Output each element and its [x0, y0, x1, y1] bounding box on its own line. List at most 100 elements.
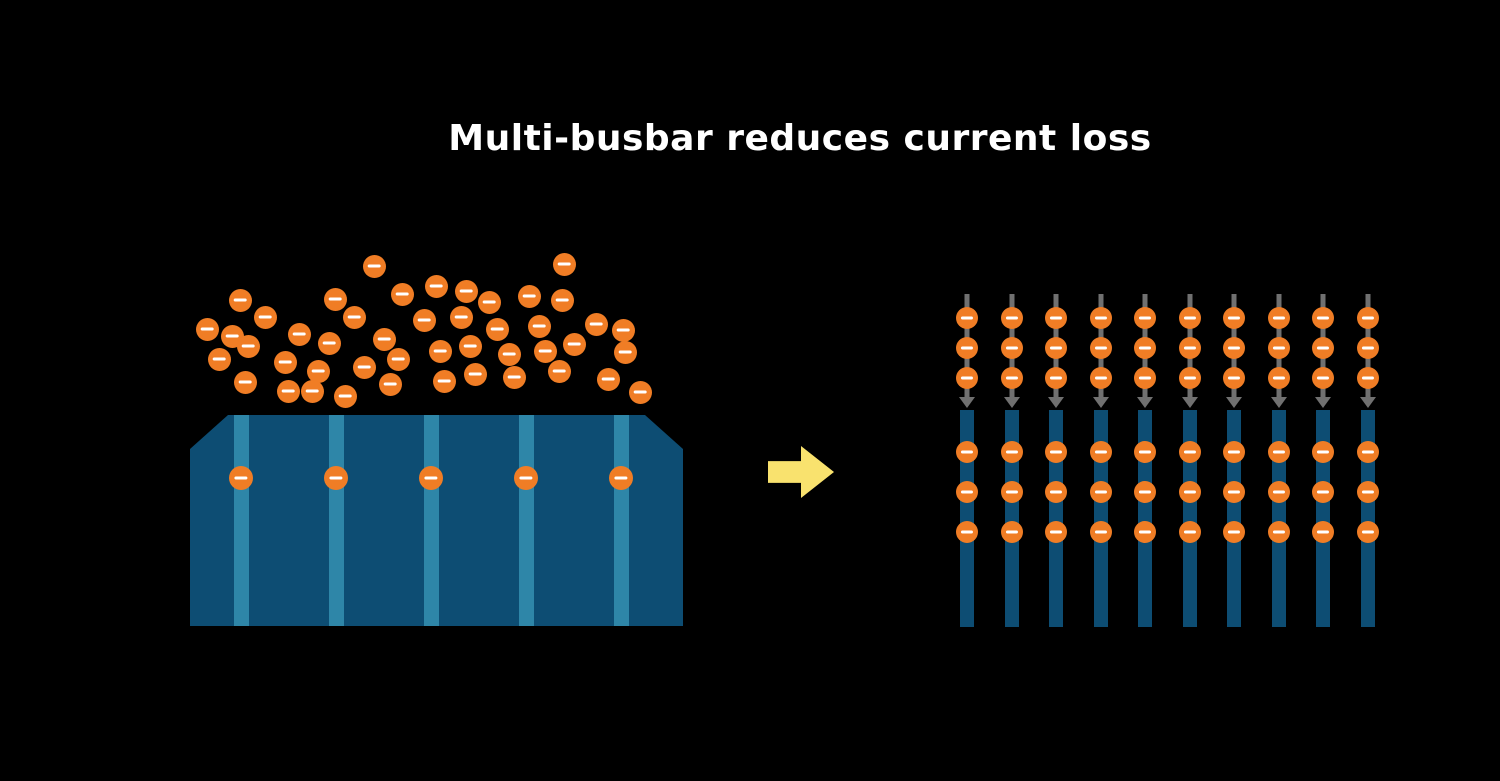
busbar-stripe	[328, 415, 344, 626]
electron-icon	[547, 359, 571, 383]
electron-icon	[287, 322, 311, 346]
electron-icon	[1090, 337, 1112, 359]
electron-icon	[1312, 367, 1334, 389]
electron-icon	[533, 339, 557, 363]
electron-icon	[428, 339, 452, 363]
electron-icon	[233, 370, 257, 394]
electron-icon	[611, 318, 635, 342]
busbar	[1094, 410, 1108, 627]
busbar	[1361, 410, 1375, 627]
electron-icon	[454, 279, 478, 303]
electron-icon	[1090, 441, 1112, 463]
electron-icon	[195, 317, 219, 341]
electron-icon	[517, 284, 541, 308]
busbar	[960, 410, 974, 627]
diagram-title: Multi-busbar reduces current loss	[448, 118, 1152, 159]
electron-icon	[1045, 441, 1067, 463]
electron-icon	[306, 359, 330, 383]
busbar	[1049, 410, 1063, 627]
busbar	[1183, 410, 1197, 627]
electron-icon	[333, 384, 357, 408]
transition-arrow-icon	[768, 446, 834, 498]
busbar	[1272, 410, 1286, 627]
down-arrow-icon	[1360, 294, 1376, 408]
electron-icon	[1312, 441, 1334, 463]
busbar-stripe	[518, 415, 534, 626]
electron-icon	[1001, 441, 1023, 463]
electron-icon	[1357, 521, 1379, 543]
busbar-stripe	[613, 415, 629, 626]
electron-icon	[1001, 307, 1023, 329]
electron-icon	[432, 369, 456, 393]
electron-icon	[1268, 481, 1290, 503]
electron-icon	[1223, 367, 1245, 389]
electron-icon	[1223, 481, 1245, 503]
down-arrow-icon	[1182, 294, 1198, 408]
electron-icon	[386, 347, 410, 371]
electron-icon	[1223, 521, 1245, 543]
down-arrow-icon	[1048, 294, 1064, 408]
electron-icon	[253, 305, 277, 329]
electron-icon	[1312, 521, 1334, 543]
busbar	[1005, 410, 1019, 627]
down-arrow-icon	[1271, 294, 1287, 408]
electron-icon	[613, 340, 637, 364]
electron-icon	[1223, 441, 1245, 463]
electron-icon	[1268, 441, 1290, 463]
electron-icon	[562, 332, 586, 356]
electron-icon	[324, 466, 348, 490]
electron-icon	[1045, 337, 1067, 359]
electron-icon	[1001, 521, 1023, 543]
busbar-stripe	[233, 415, 249, 626]
electron-icon	[1090, 307, 1112, 329]
solar-cell-panel	[190, 415, 683, 626]
electron-icon	[1312, 307, 1334, 329]
electron-icon	[1357, 337, 1379, 359]
electron-icon	[956, 481, 978, 503]
electron-icon	[1179, 307, 1201, 329]
electron-icon	[497, 342, 521, 366]
electron-icon	[550, 288, 574, 312]
electron-icon	[1268, 367, 1290, 389]
electron-icon	[1134, 521, 1156, 543]
electron-icon	[1268, 521, 1290, 543]
electron-icon	[352, 355, 376, 379]
down-arrow-icon	[1226, 294, 1242, 408]
electron-icon	[323, 287, 347, 311]
electron-icon	[1045, 481, 1067, 503]
electron-icon	[1179, 367, 1201, 389]
busbar	[1227, 410, 1241, 627]
electron-icon	[584, 312, 608, 336]
electron-icon	[1001, 481, 1023, 503]
electron-icon	[372, 327, 396, 351]
electron-icon	[1312, 481, 1334, 503]
electron-icon	[1357, 481, 1379, 503]
electron-icon	[276, 379, 300, 403]
down-arrow-icon	[1093, 294, 1109, 408]
electron-icon	[1045, 307, 1067, 329]
electron-icon	[1357, 307, 1379, 329]
electron-icon	[362, 254, 386, 278]
electron-icon	[1090, 481, 1112, 503]
electron-icon	[1223, 307, 1245, 329]
electron-icon	[1268, 307, 1290, 329]
electron-icon	[514, 466, 538, 490]
electron-icon	[485, 317, 509, 341]
electron-icon	[956, 367, 978, 389]
electron-icon	[228, 288, 252, 312]
electron-icon	[956, 441, 978, 463]
electron-icon	[1134, 307, 1156, 329]
electron-icon	[628, 380, 652, 404]
down-arrow-icon	[1315, 294, 1331, 408]
electron-icon	[236, 334, 260, 358]
electron-icon	[1090, 367, 1112, 389]
electron-icon	[527, 314, 551, 338]
electron-icon	[956, 307, 978, 329]
electron-icon	[229, 466, 253, 490]
electron-icon	[1357, 441, 1379, 463]
down-arrow-icon	[1137, 294, 1153, 408]
down-arrow-icon	[1004, 294, 1020, 408]
electron-icon	[273, 350, 297, 374]
electron-icon	[317, 331, 341, 355]
electron-icon	[609, 466, 633, 490]
